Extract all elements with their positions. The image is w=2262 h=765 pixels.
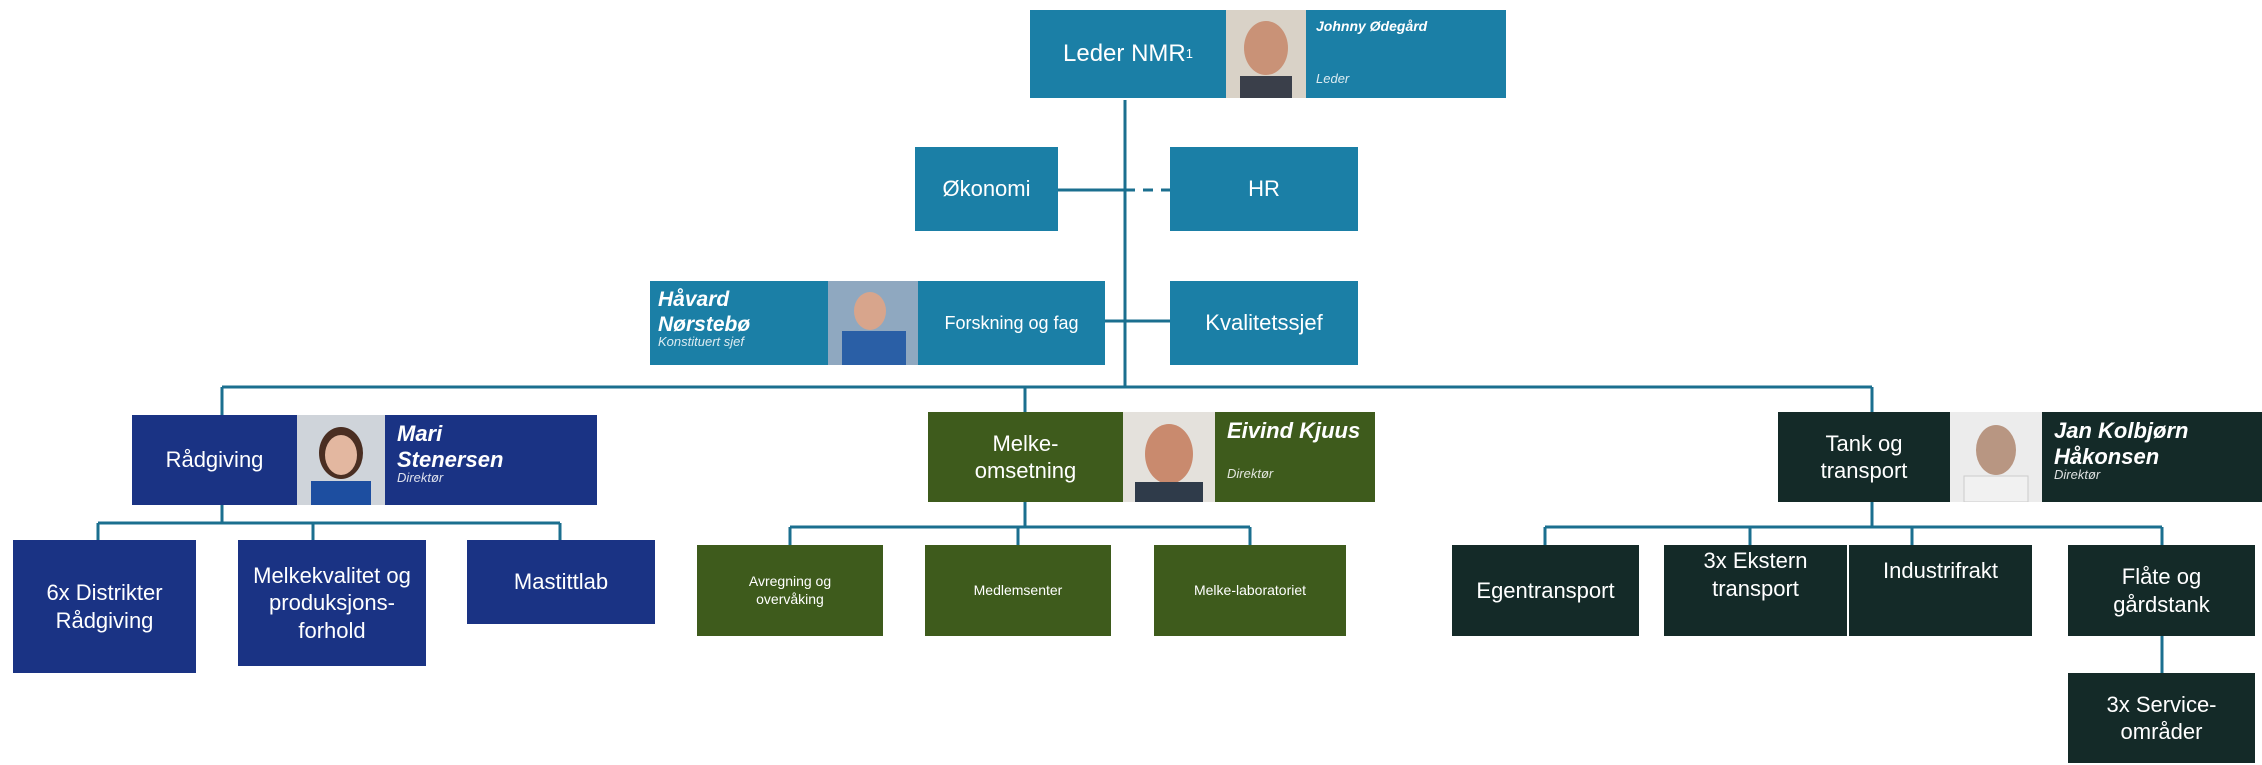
milk-unit-settlement[interactable]: Avregning og overvåking: [697, 545, 883, 636]
tank-box[interactable]: Tank og transport: [1778, 412, 1950, 502]
tank-unit-external-transport-label: 3x Ekstern transport: [1703, 548, 1808, 601]
economy-box[interactable]: Økonomi: [915, 147, 1058, 231]
milk-unit-settlement-label: Avregning og overvåking: [748, 573, 832, 607]
advice-person-name-1: Mari: [397, 421, 443, 446]
advice-box[interactable]: Rådgiving: [132, 415, 297, 505]
leader-name: Johnny Ødegård: [1316, 18, 1428, 34]
advice-label: Rådgiving: [165, 447, 264, 473]
advice-photo: [297, 415, 385, 505]
tank-unit-fleet-label: Flåte og gårdstank: [2113, 564, 2210, 617]
tank-unit-service-areas-label: 3x Service-områder: [2106, 691, 2217, 745]
research-person-title: Konstituert sjef: [658, 334, 744, 350]
hr-label: HR: [1248, 176, 1280, 202]
advice-person-name-2: Stenersen: [397, 447, 504, 473]
advice-nameplate: Mari Stenersen Direktør: [385, 415, 597, 505]
quality-label: Kvalitetssjef: [1205, 310, 1323, 336]
tank-unit-fleet[interactable]: Flåte og gårdstank: [2068, 545, 2255, 636]
research-nameplate: Håvard Nørstebø Konstituert sjef: [650, 281, 828, 365]
advice-unit-quality[interactable]: Melkekvalitet og produksjons-forhold: [238, 540, 426, 666]
tank-nameplate: Jan Kolbjørn Håkonsen Direktør: [2042, 412, 2262, 502]
quality-box[interactable]: Kvalitetssjef: [1170, 281, 1358, 365]
advice-unit-mastitis-label: Mastittlab: [513, 569, 609, 595]
advice-unit-mastitis[interactable]: Mastittlab: [467, 540, 655, 624]
hr-box[interactable]: HR: [1170, 147, 1358, 231]
tank-person-name-1: Jan Kolbjørn: [2054, 418, 2189, 443]
milk-person-name: Eivind Kjuus: [1227, 418, 1361, 443]
leader-title: Leder: [1316, 70, 1350, 86]
advice-unit-districts[interactable]: 6x Distrikter Rådgiving: [13, 540, 196, 673]
research-label: Forskning og fag: [944, 312, 1079, 333]
tank-unit-own-transport-label: Egentransport: [1476, 577, 1615, 603]
leader-role: Leder NMR: [1063, 40, 1186, 67]
research-box[interactable]: Forskning og fag: [918, 281, 1105, 365]
tank-person-title: Direktør: [2054, 466, 2101, 482]
tank-person-name-2: Håkonsen: [2054, 444, 2160, 470]
research-person-name-1: Håvard: [658, 288, 730, 311]
tank-unit-industry-freight[interactable]: Industrifrakt: [1849, 545, 2032, 636]
advice-unit-districts-label: 6x Distrikter Rådgiving: [46, 580, 163, 633]
economy-label: Økonomi: [942, 176, 1031, 202]
tank-photo: [1950, 412, 2042, 502]
leader-nameplate: Johnny Ødegård Leder: [1306, 10, 1506, 98]
milk-unit-laboratory-label: Melke-laboratoriet: [1193, 581, 1307, 598]
milk-box[interactable]: Melke-omsetning: [928, 412, 1123, 502]
tank-label: Tank og transport: [1820, 430, 1908, 484]
research-photo: [828, 281, 918, 365]
tank-unit-own-transport[interactable]: Egentransport: [1452, 545, 1639, 636]
milk-unit-member-center-label: Medlemsenter: [973, 581, 1063, 598]
advice-unit-quality-label: Melkekvalitet og produksjons-forhold: [253, 562, 411, 643]
milk-photo: [1123, 412, 1215, 502]
tank-unit-external-transport[interactable]: 3x Ekstern transport: [1664, 545, 1847, 636]
leader-footnote: 1: [1185, 45, 1193, 61]
milk-unit-laboratory[interactable]: Melke-laboratoriet: [1154, 545, 1346, 636]
milk-unit-member-center[interactable]: Medlemsenter: [925, 545, 1111, 636]
leader-photo: [1226, 10, 1306, 98]
tank-unit-service-areas[interactable]: 3x Service-områder: [2068, 673, 2255, 763]
milk-label: Melke-omsetning: [974, 430, 1077, 484]
milk-person-title: Direktør: [1227, 466, 1274, 482]
tank-unit-industry-freight-label: Industrifrakt: [1883, 558, 1998, 583]
milk-nameplate: Eivind Kjuus Direktør: [1215, 412, 1375, 502]
advice-person-title: Direktør: [397, 469, 444, 485]
research-person-name-2: Nørstebø: [658, 313, 751, 337]
